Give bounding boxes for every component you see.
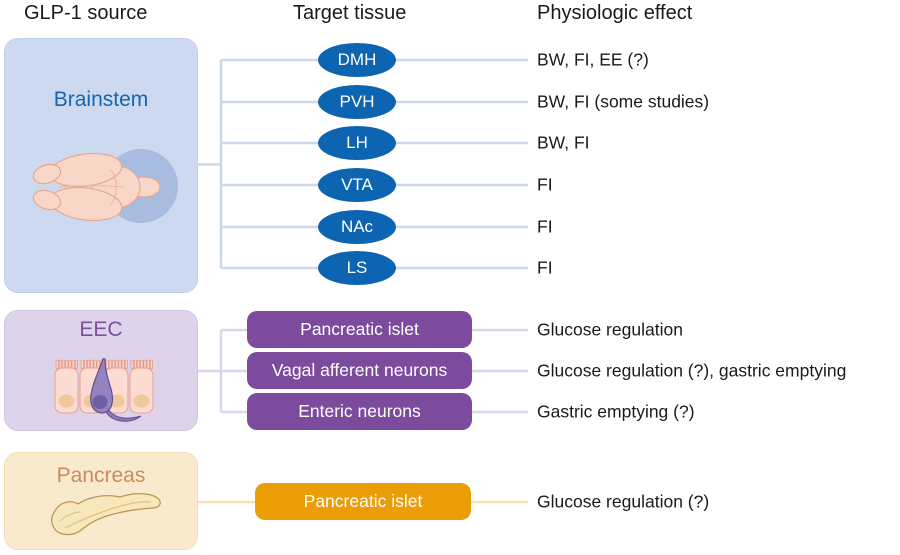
target-pill-dmh: DMH [318,43,396,77]
target-pill-nac: NAc [318,210,396,244]
target-pill-pancreatic-islet-pancreas: Pancreatic islet [255,483,471,520]
column-header-effect: Physiologic effect [537,2,693,24]
effect-label-pvh: BW, FI (some studies) [537,91,710,112]
effect-label-ls: FI [537,257,553,278]
target-pill-enteric-neurons: Enteric neurons [247,393,472,430]
target-pill-pvh: PVH [318,85,396,119]
effect-label-nac: FI [537,216,553,237]
target-pill-ls: LS [318,251,396,285]
effect-label-lh: BW, FI [537,132,590,153]
pancreas-illustration [51,492,161,536]
effect-label-pancreatic-islet-pancreas: Glucose regulation (?) [537,491,710,512]
target-pill-vta: VTA [318,168,396,202]
target-pill-lh: LH [318,126,396,160]
target-pill-vagal-afferent-neurons: Vagal afferent neurons [247,352,472,389]
target-pill-pancreatic-islet-eec: Pancreatic islet [247,311,472,348]
effect-label-dmh: BW, FI, EE (?) [537,49,649,70]
eec-cells-illustration [54,358,154,422]
source-label-pancreas: Pancreas [56,464,146,487]
effect-label-enteric-neurons: Gastric emptying (?) [537,401,695,422]
effect-label-vagal-afferent-neurons: Glucose regulation (?), gastric emptying [537,360,847,381]
brain-illustration [32,149,178,223]
source-label-eec: EEC [79,318,123,341]
source-label-brainstem: Brainstem [53,88,149,111]
column-header-target: Target tissue [293,2,407,24]
effect-label-pancreatic-islet-eec: Glucose regulation [537,319,683,340]
column-header-source: GLP-1 source [24,2,148,24]
effect-label-vta: FI [537,174,553,195]
